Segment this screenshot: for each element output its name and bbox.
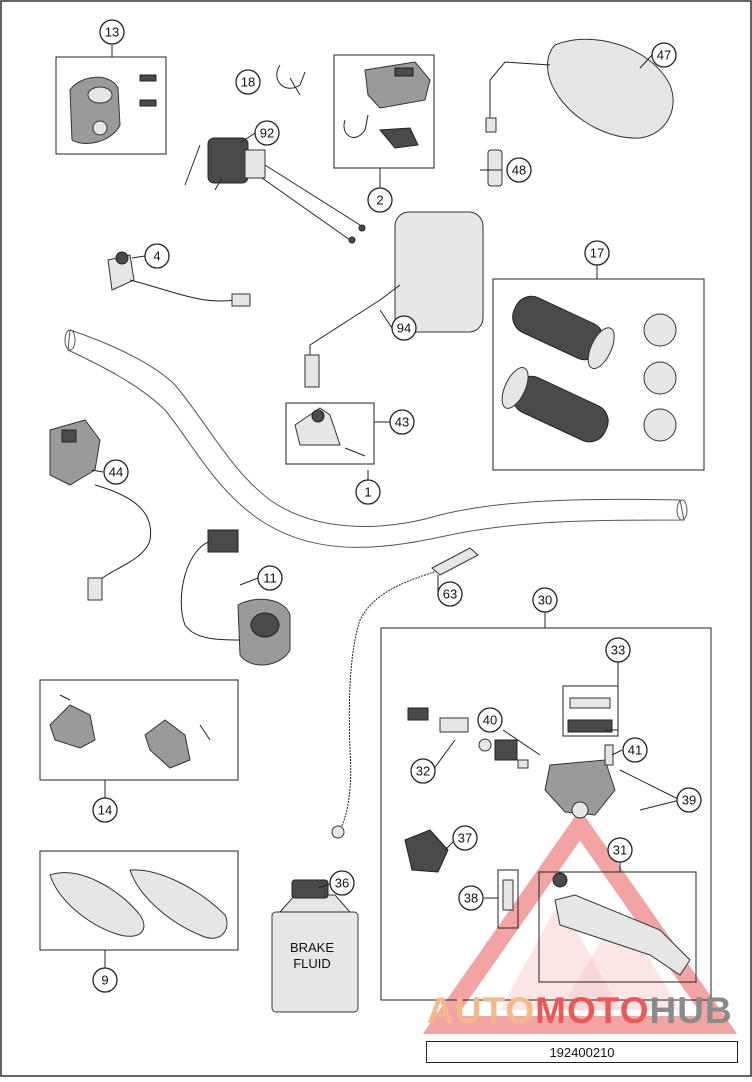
callout-1-label: 1 <box>364 485 371 500</box>
callout-13-label: 13 <box>105 25 119 40</box>
part-92-throttle-cable <box>184 137 366 244</box>
part-43-clamp <box>294 407 366 457</box>
callout-33: 33 <box>605 637 631 663</box>
leader-lines <box>91 45 681 968</box>
callout-47: 47 <box>651 42 677 68</box>
callout-47-label: 47 <box>657 48 671 63</box>
callout-31-label: 31 <box>613 843 627 858</box>
callout-4: 4 <box>144 243 170 269</box>
watermark-text-auto: AUTO <box>427 990 536 1031</box>
callout-41: 41 <box>622 737 648 763</box>
callout-11: 11 <box>257 565 283 591</box>
callout-9-label: 9 <box>101 973 108 988</box>
watermark-text-hub: HUB <box>649 990 733 1031</box>
callout-39: 39 <box>676 787 702 813</box>
part-44-switch-wiring <box>49 419 152 601</box>
callout-38-label: 38 <box>464 891 478 906</box>
callout-48-label: 48 <box>512 163 526 178</box>
box-31-inner <box>538 871 697 983</box>
callout-37-label: 37 <box>458 831 472 846</box>
box-14 <box>39 679 239 781</box>
callout-94-label: 94 <box>397 321 411 336</box>
callout-14-label: 14 <box>98 803 112 818</box>
box-30 <box>380 627 712 1001</box>
callout-92: 92 <box>254 120 280 146</box>
watermark-text-moto: MOTO <box>535 990 650 1031</box>
callout-2: 2 <box>367 187 393 213</box>
brake-fluid-label-line1: BRAKE <box>290 940 334 955</box>
callout-32: 32 <box>410 758 436 784</box>
callout-39-label: 39 <box>682 793 696 808</box>
part-30-brake-master-cylinder <box>404 685 697 983</box>
part-13-switch <box>69 74 157 144</box>
box-17 <box>492 278 705 471</box>
callout-32-label: 32 <box>416 764 430 779</box>
callout-48: 48 <box>506 157 532 183</box>
callout-43: 43 <box>389 409 415 435</box>
callout-44-label: 44 <box>109 465 123 480</box>
callout-9: 9 <box>92 967 118 993</box>
callout-38: 38 <box>458 885 484 911</box>
part-9-handguards <box>49 869 228 939</box>
box-38-inner <box>497 869 519 929</box>
callout-2-label: 2 <box>376 193 383 208</box>
part-14-brackets <box>49 694 211 769</box>
box-9 <box>39 850 239 951</box>
callout-17-label: 17 <box>590 246 604 261</box>
part-94-plate <box>304 211 484 388</box>
callout-63: 63 <box>437 581 463 607</box>
callout-92-label: 92 <box>260 126 274 141</box>
callout-36: 36 <box>329 870 355 896</box>
callout-37: 37 <box>452 825 478 851</box>
callout-30-label: 30 <box>538 593 552 608</box>
callout-43-label: 43 <box>395 415 409 430</box>
callout-40: 40 <box>477 707 503 733</box>
box-2 <box>333 54 435 169</box>
callout-63-label: 63 <box>443 587 457 602</box>
part-17-grips <box>501 295 677 443</box>
callout-41-label: 41 <box>628 743 642 758</box>
callout-94: 94 <box>391 315 417 341</box>
callout-14: 14 <box>92 797 118 823</box>
brake-fluid-label-line2: FLUID <box>293 956 331 971</box>
box-43 <box>285 402 375 465</box>
part-48-adapter <box>487 149 503 187</box>
callout-44: 44 <box>103 459 129 485</box>
callout-11-label: 11 <box>263 571 277 586</box>
handlebar-part <box>64 329 688 548</box>
callout-13: 13 <box>99 19 125 45</box>
callout-18: 18 <box>235 69 261 95</box>
diagram-id-label: 192400210 <box>426 1041 738 1063</box>
part-18-cable-tie <box>276 64 306 89</box>
callout-30: 30 <box>532 587 558 613</box>
callout-33-label: 33 <box>611 643 625 658</box>
watermark-text: AUTOMOTOHUB <box>427 992 733 1029</box>
callout-18-label: 18 <box>241 75 255 90</box>
part-2-clamp <box>343 61 431 149</box>
part-4-switch <box>107 251 251 307</box>
callout-40-label: 40 <box>483 713 497 728</box>
box-13 <box>55 56 167 155</box>
callout-31: 31 <box>607 837 633 863</box>
callout-36-label: 36 <box>335 876 349 891</box>
part-36-brake-fluid-bottle <box>271 879 359 1013</box>
part-11-switch <box>180 529 291 666</box>
part-63-brake-line <box>331 547 479 839</box>
part-47-mirror <box>485 38 674 139</box>
callout-1: 1 <box>355 479 381 505</box>
callout-17: 17 <box>584 240 610 266</box>
callout-4-label: 4 <box>153 249 160 264</box>
